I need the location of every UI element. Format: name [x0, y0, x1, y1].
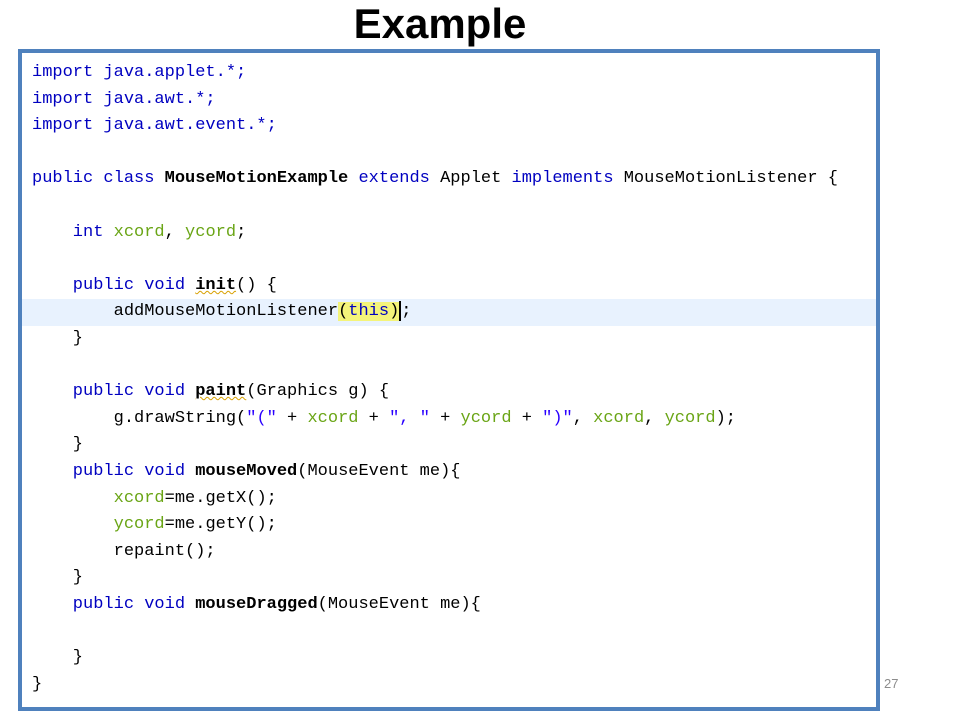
code-token: this — [348, 302, 390, 322]
code-token: public void — [32, 275, 196, 295]
code-token: MouseMotionListener { — [623, 169, 838, 189]
code-token: implements — [501, 169, 624, 189]
code-token: (Graphics g) { — [246, 382, 390, 402]
code-line[interactable] — [22, 246, 876, 273]
code-token: } — [32, 568, 84, 588]
code-token: , — [572, 408, 594, 428]
code-token: import java.awt.event.*; — [32, 116, 277, 136]
code-token: ycord — [460, 408, 512, 428]
code-line[interactable]: public class MouseMotionExample extends … — [22, 166, 876, 193]
code-editor[interactable]: import java.applet.*; import java.awt.*; i… — [22, 60, 876, 698]
code-token: } — [32, 435, 84, 455]
code-token: mouseDragged — [195, 594, 318, 614]
code-token: g.drawString( — [32, 408, 247, 428]
page-number: 27 — [884, 676, 899, 691]
code-token: ", " — [389, 408, 430, 428]
code-line[interactable]: } — [22, 326, 876, 353]
code-line[interactable]: import java.awt.*; — [22, 87, 876, 114]
code-token: (MouseEvent me){ — [317, 594, 481, 614]
code-token — [32, 489, 114, 508]
code-token: + — [358, 408, 390, 428]
code-line[interactable] — [22, 618, 876, 645]
code-token: mouseMoved — [195, 461, 298, 481]
code-token: import java.awt.*; — [32, 89, 216, 109]
code-token: =me.getX(); — [164, 488, 277, 508]
code-token: + — [429, 408, 461, 428]
code-token: ); — [715, 408, 736, 428]
code-line[interactable]: } — [22, 645, 876, 672]
code-token: public void — [32, 594, 196, 614]
code-token: import java.applet.*; — [32, 63, 247, 82]
code-token: "(" — [246, 408, 277, 428]
code-token: + — [511, 408, 543, 428]
code-line[interactable]: public void paint(Graphics g) { — [22, 379, 876, 406]
code-line[interactable] — [22, 140, 876, 167]
code-token: (MouseEvent me){ — [297, 461, 461, 481]
code-token: xcord — [593, 408, 645, 428]
code-token — [32, 515, 114, 534]
code-token: MouseMotionExample — [164, 169, 349, 189]
code-line[interactable]: xcord=me.getX(); — [22, 486, 876, 513]
code-token: ycord — [185, 222, 237, 242]
code-token: =me.getY(); — [164, 515, 277, 535]
code-token: xcord — [113, 222, 165, 242]
code-line[interactable]: } — [22, 672, 876, 699]
code-line[interactable]: public void mouseDragged(MouseEvent me){ — [22, 592, 876, 619]
code-line[interactable]: } — [22, 432, 876, 459]
code-token: init — [195, 275, 237, 295]
code-token: public void — [32, 382, 196, 402]
code-line[interactable]: } — [22, 565, 876, 592]
code-token: () { — [236, 275, 277, 295]
code-line[interactable]: int xcord, ycord; — [22, 220, 876, 247]
code-token: ycord — [113, 515, 165, 535]
code-line-current[interactable]: addMouseMotionListener(this); — [22, 299, 876, 326]
code-token: repaint(); — [32, 541, 216, 561]
code-token: xcord — [113, 488, 165, 508]
code-token: } — [32, 674, 43, 694]
code-line[interactable]: public void mouseMoved(MouseEvent me){ — [22, 459, 876, 486]
code-line[interactable] — [22, 353, 876, 380]
code-token: addMouseMotionListener — [32, 302, 339, 322]
code-token: } — [32, 328, 84, 348]
code-token: ( — [338, 302, 349, 322]
code-token: xcord — [307, 408, 359, 428]
code-token: public class — [32, 169, 165, 189]
code-token: int — [32, 222, 114, 242]
code-token: ycord — [664, 408, 716, 428]
code-token: , — [164, 222, 186, 242]
code-token: + — [276, 408, 308, 428]
code-line[interactable] — [22, 193, 876, 220]
code-token: ")" — [542, 408, 573, 428]
code-token: ; — [401, 302, 412, 322]
code-line[interactable]: g.drawString("(" + xcord + ", " + ycord … — [22, 406, 876, 433]
code-token: paint — [195, 382, 247, 402]
code-token: extends — [348, 169, 441, 189]
code-line[interactable]: public void init() { — [22, 273, 876, 300]
code-token: ) — [389, 302, 400, 322]
text-cursor — [399, 300, 402, 321]
code-token: ; — [236, 222, 247, 242]
code-line[interactable]: ycord=me.getY(); — [22, 512, 876, 539]
code-editor-frame: import java.applet.*; import java.awt.*; i… — [18, 49, 880, 711]
code-line[interactable]: import java.awt.event.*; — [22, 113, 876, 140]
code-line[interactable]: import java.applet.*; — [22, 60, 876, 87]
slide-title: Example — [353, 0, 527, 47]
code-token: , — [644, 408, 665, 428]
code-token: public void — [32, 461, 196, 481]
code-token: } — [32, 648, 84, 668]
code-token: Applet — [440, 169, 502, 189]
code-line[interactable]: repaint(); — [22, 539, 876, 566]
